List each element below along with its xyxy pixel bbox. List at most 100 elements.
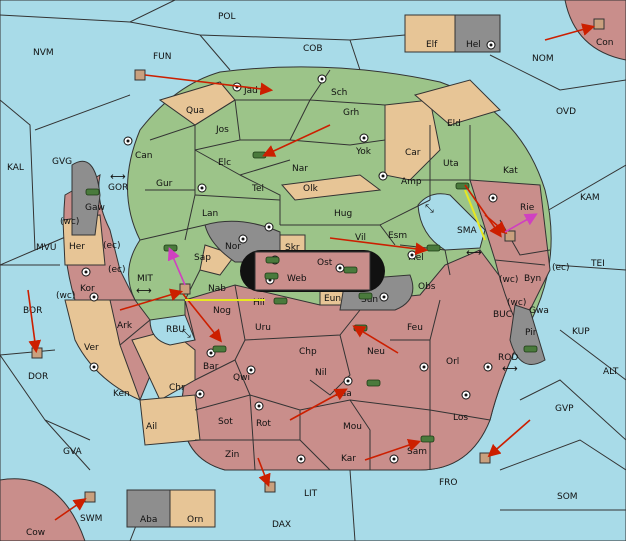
svg-text:(wc): (wc) <box>56 291 75 301</box>
svg-text:Jad: Jad <box>243 86 258 96</box>
svg-text:SOM: SOM <box>557 492 578 502</box>
svg-text:Jos: Jos <box>215 125 229 135</box>
svg-text:Ail: Ail <box>146 422 157 432</box>
svg-text:Chp: Chp <box>299 347 317 357</box>
svg-text:⤡: ⤡ <box>182 327 191 340</box>
svg-text:⟷: ⟷ <box>136 284 152 297</box>
region-ver[interactable] <box>64 299 141 401</box>
svg-text:⟷: ⟷ <box>466 246 482 259</box>
svg-text:KUP: KUP <box>572 327 590 337</box>
svg-text:ALT: ALT <box>603 367 619 377</box>
svg-text:Ark: Ark <box>117 321 133 331</box>
region-ail[interactable] <box>139 394 201 446</box>
svg-text:Rot: Rot <box>256 419 271 429</box>
svg-text:MVU: MVU <box>36 243 57 253</box>
region-aba[interactable] <box>126 489 171 528</box>
svg-text:Skr: Skr <box>285 243 300 253</box>
svg-text:KAL: KAL <box>7 163 24 173</box>
svg-text:Ken: Ken <box>113 389 130 399</box>
svg-text:(wc): (wc) <box>60 217 79 227</box>
svg-text:DAX: DAX <box>272 520 291 530</box>
svg-text:⟷: ⟷ <box>110 170 126 183</box>
svg-text:Gaw: Gaw <box>85 203 105 213</box>
crossing-markers: ⟷ ⟷ ⟷ ⤡ ⤡ ⟷ <box>110 170 518 375</box>
svg-text:Qwi: Qwi <box>233 373 250 383</box>
svg-text:(wc): (wc) <box>499 275 518 285</box>
svg-text:BUC: BUC <box>493 310 512 320</box>
svg-text:Kat: Kat <box>503 166 518 176</box>
sea-rbu[interactable] <box>149 314 196 346</box>
svg-text:Gur: Gur <box>156 179 173 189</box>
svg-text:Sch: Sch <box>331 88 347 98</box>
svg-text:Los: Los <box>453 413 468 423</box>
svg-text:Eld: Eld <box>447 119 461 129</box>
svg-text:SWM: SWM <box>80 514 102 524</box>
sea-sma[interactable] <box>417 193 486 251</box>
svg-text:SMA: SMA <box>457 226 477 236</box>
svg-text:GOR: GOR <box>108 183 128 193</box>
svg-text:Neu: Neu <box>367 347 385 357</box>
svg-text:Vil: Vil <box>355 233 366 243</box>
svg-text:GVA: GVA <box>63 447 83 457</box>
svg-text:Con: Con <box>596 38 614 48</box>
svg-text:RBU: RBU <box>166 325 185 335</box>
svg-text:(ec): (ec) <box>103 241 121 251</box>
svg-text:GVP: GVP <box>555 404 574 414</box>
svg-text:⤡: ⤡ <box>425 202 434 215</box>
svg-text:NVM: NVM <box>33 48 54 58</box>
svg-text:Nab: Nab <box>208 284 226 294</box>
svg-text:Hug: Hug <box>334 209 352 219</box>
svg-text:DOR: DOR <box>28 372 48 382</box>
svg-text:Nog: Nog <box>213 306 231 316</box>
svg-text:Uta: Uta <box>443 159 459 169</box>
svg-text:Nar: Nar <box>292 164 308 174</box>
svg-text:Cow: Cow <box>26 528 45 538</box>
svg-text:GVG: GVG <box>52 157 72 167</box>
svg-text:BOR: BOR <box>23 306 42 316</box>
region-elf[interactable] <box>404 14 456 53</box>
svg-text:Elf: Elf <box>426 40 438 50</box>
svg-text:Lan: Lan <box>202 209 218 219</box>
svg-text:Byn: Byn <box>524 274 541 284</box>
svg-text:Web: Web <box>287 274 307 284</box>
region-orn[interactable] <box>169 489 216 528</box>
svg-text:⟷: ⟷ <box>502 362 518 375</box>
svg-text:Sun: Sun <box>361 295 378 305</box>
svg-text:LIT: LIT <box>304 489 318 499</box>
svg-text:Grh: Grh <box>343 108 359 118</box>
svg-text:Her: Her <box>69 242 85 252</box>
svg-text:Bar: Bar <box>203 362 219 372</box>
svg-text:Pir: Pir <box>525 328 537 338</box>
svg-text:COB: COB <box>303 44 323 54</box>
region-olk[interactable] <box>281 174 382 201</box>
svg-text:(ec): (ec) <box>552 263 570 273</box>
svg-text:Orl: Orl <box>446 357 459 367</box>
svg-text:Obs: Obs <box>418 282 436 292</box>
svg-text:Car: Car <box>405 148 421 158</box>
svg-text:NOM: NOM <box>532 54 554 64</box>
svg-text:Sap: Sap <box>194 253 211 263</box>
region-gaw[interactable] <box>71 160 101 236</box>
svg-text:Hil: Hil <box>253 298 265 308</box>
svg-text:Orn: Orn <box>187 515 203 525</box>
region-eld-tan[interactable] <box>413 79 501 126</box>
order-arrows <box>27 23 596 521</box>
svg-text:FUN: FUN <box>153 52 172 62</box>
svg-text:Olk: Olk <box>303 184 319 194</box>
svg-text:Uru: Uru <box>255 323 271 333</box>
svg-text:Feu: Feu <box>407 323 423 333</box>
svg-text:Mou: Mou <box>343 422 362 432</box>
svg-text:Yok: Yok <box>355 147 372 157</box>
svg-text:MIT: MIT <box>137 274 153 284</box>
svg-text:(ec): (ec) <box>108 265 126 275</box>
svg-text:KAM: KAM <box>580 193 600 203</box>
svg-text:Mel: Mel <box>408 253 424 263</box>
svg-text:Sam: Sam <box>407 447 427 457</box>
svg-text:Chr: Chr <box>169 383 185 393</box>
svg-text:Sot: Sot <box>218 417 233 427</box>
svg-text:Qua: Qua <box>186 106 204 116</box>
svg-text:Tel: Tel <box>251 184 264 194</box>
svg-text:Nor: Nor <box>225 242 241 252</box>
